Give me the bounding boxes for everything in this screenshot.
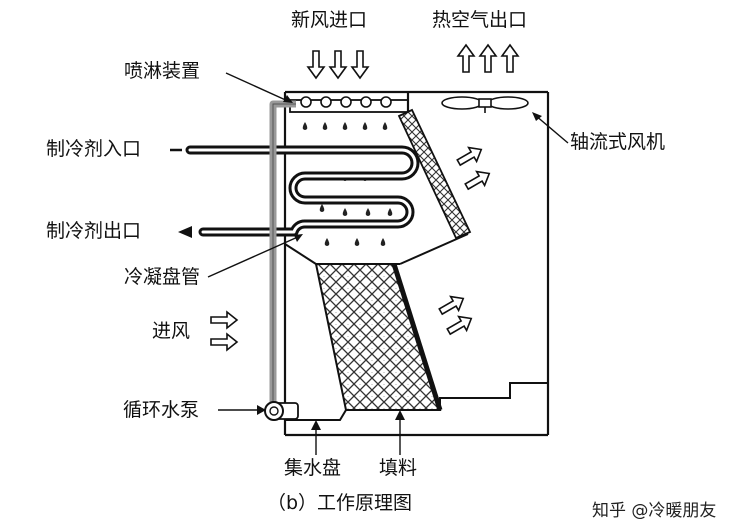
label-condenser-coil: 冷凝盘管: [124, 266, 201, 288]
label-circulation-pump: 循环水泵: [123, 399, 200, 421]
label-hot-air-outlet: 热空气出口: [432, 9, 528, 31]
coil-section-hopper: [284, 233, 469, 265]
hot-air-arrows: [457, 44, 519, 73]
fill-edge: [391, 263, 443, 411]
circulation-pipe-outline: [272, 103, 296, 410]
label-fresh-air-inlet: 新风进口: [291, 9, 368, 31]
label-spray-device: 喷淋装置: [124, 60, 201, 82]
internal-airflow-arrows: [435, 141, 495, 340]
circulation-pump: [264, 401, 299, 421]
watermark: 知乎 @冷暖朋友: [592, 501, 717, 521]
label-refrigerant-inlet: 制冷剂入口: [46, 138, 142, 160]
figure-caption: （b）工作原理图: [267, 492, 413, 514]
label-fill: 填料: [379, 457, 418, 479]
label-axial-fan: 轴流式风机: [570, 131, 666, 153]
spray-nozzles: [300, 96, 392, 108]
leader-lines: [207, 72, 569, 455]
fresh-air-arrows: [307, 50, 369, 79]
air-inlet-arrows: [210, 311, 238, 351]
drift-eliminator: [397, 108, 472, 240]
leader-arrowheads: [257, 95, 542, 430]
label-water-tray: 集水盘: [284, 457, 342, 479]
label-air-inlet: 进风: [152, 320, 191, 342]
label-refrigerant-outlet: 制冷剂出口: [46, 220, 142, 242]
fill-media: [314, 263, 442, 411]
collection-basin: [285, 382, 548, 421]
condenser-coil: [185, 145, 420, 237]
axial-fan: [441, 96, 529, 113]
refrigerant-outlet-arrowhead: [178, 226, 192, 238]
